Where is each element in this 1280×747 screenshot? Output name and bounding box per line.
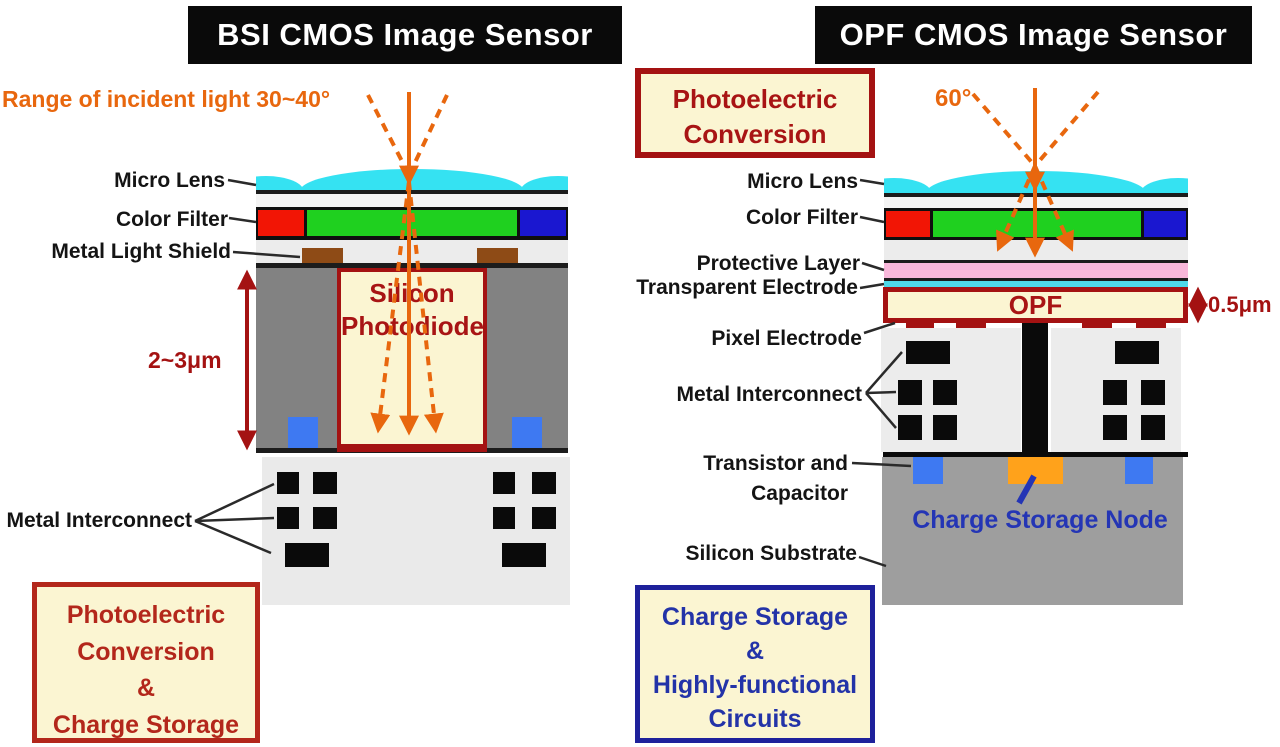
charge-storage-node-block bbox=[1008, 457, 1063, 484]
silicon-substrate-label: Silicon Substrate bbox=[685, 542, 857, 565]
color-filter-label-right: Color Filter bbox=[745, 206, 858, 229]
metal-interconnect-bar bbox=[285, 543, 329, 567]
interconnect-region-left bbox=[262, 457, 570, 605]
photoelectric-conversion-box: Photoelectric Conversion bbox=[635, 68, 875, 158]
charge-storage-node-label: Charge Storage Node bbox=[912, 506, 1168, 534]
metal-interconnect-square bbox=[1141, 380, 1165, 405]
silicon-thickness-label: 2~3μm bbox=[148, 347, 222, 373]
transistor-block bbox=[512, 417, 542, 448]
summary-line: & bbox=[136, 674, 156, 702]
topbox-line: Photoelectric bbox=[672, 84, 838, 114]
contact-via bbox=[1022, 323, 1048, 457]
transistor-label-line2: Capacitor bbox=[751, 482, 848, 505]
spacer-layer bbox=[884, 197, 1188, 208]
lens-dome bbox=[926, 171, 1146, 193]
pixel-electrode bbox=[956, 323, 986, 329]
transistor-capacitor-label: Transistor and Capacitor bbox=[640, 449, 848, 509]
metal-interconnect-square bbox=[493, 472, 515, 494]
layer-line bbox=[884, 260, 1188, 263]
left-title: BSI CMOS Image Sensor bbox=[188, 6, 622, 64]
red-filter bbox=[886, 211, 930, 237]
micro-lens-label-right: Micro Lens bbox=[747, 170, 858, 193]
summary-line: Charge Storage bbox=[661, 603, 849, 631]
green-filter bbox=[307, 210, 517, 236]
metal-interconnect-label-right: Metal Interconnect bbox=[676, 383, 862, 406]
micro-lens-label-left: Micro Lens bbox=[114, 169, 225, 192]
transparent-electrode-layer bbox=[884, 281, 1188, 287]
summary-line: Charge Storage bbox=[52, 710, 240, 739]
metal-interconnect-square bbox=[532, 472, 556, 494]
layer-line bbox=[883, 452, 1188, 457]
blue-filter bbox=[520, 210, 566, 236]
pixel-electrode bbox=[906, 323, 934, 329]
incident-light-range-label: Range of incident light 30~40° bbox=[2, 86, 331, 112]
metal-interconnect-square bbox=[1103, 415, 1127, 440]
right-title: OPF CMOS Image Sensor bbox=[815, 6, 1252, 64]
metal-interconnect-square bbox=[493, 507, 515, 529]
opf-layer: OPF bbox=[883, 287, 1188, 323]
metal-interconnect-square bbox=[1141, 415, 1165, 440]
summary-line: Highly-functional bbox=[652, 671, 858, 699]
left-summary-box: Photoelectric Conversion & Charge Storag… bbox=[32, 582, 260, 743]
metal-interconnect-square bbox=[532, 507, 556, 529]
micro-lens-layer-left bbox=[256, 168, 568, 191]
metal-interconnect-square bbox=[1103, 380, 1127, 405]
metal-interconnect-square bbox=[313, 507, 337, 529]
blue-filter bbox=[1144, 211, 1186, 237]
metal-interconnect-square bbox=[898, 415, 922, 440]
summary-line: Conversion bbox=[77, 637, 215, 666]
metal-interconnect-square bbox=[277, 507, 299, 529]
incident-angle-label: 60° bbox=[935, 85, 972, 112]
transistor-block bbox=[913, 457, 943, 484]
summary-line: Photoelectric bbox=[66, 601, 226, 629]
metal-light-shield-label: Metal Light Shield bbox=[51, 240, 231, 263]
metal-interconnect-bar bbox=[906, 341, 950, 364]
metal-light-shield bbox=[477, 248, 518, 263]
green-filter bbox=[933, 211, 1141, 237]
color-filter-label-left: Color Filter bbox=[115, 208, 228, 231]
metal-interconnect-label-left: Metal Interconnect bbox=[6, 509, 192, 532]
transistor-block bbox=[288, 417, 318, 448]
transistor-block bbox=[1125, 457, 1153, 484]
lens-dome bbox=[1140, 178, 1188, 193]
transistor-label-line1: Transistor and bbox=[703, 452, 848, 475]
summary-line: & bbox=[745, 637, 765, 665]
lens-dome bbox=[884, 178, 932, 193]
lens-dome bbox=[300, 169, 524, 191]
spacer-layer bbox=[256, 194, 568, 207]
pixel-electrode-label: Pixel Electrode bbox=[711, 327, 862, 350]
metal-interconnect-bar bbox=[1115, 341, 1159, 364]
transparent-electrode-label: Transparent Electrode bbox=[636, 276, 858, 299]
red-filter bbox=[258, 210, 304, 236]
layer-line bbox=[884, 278, 1188, 281]
pixel-electrode bbox=[1136, 323, 1166, 329]
photodiode-label-line1: Silicon bbox=[369, 278, 455, 308]
metal-interconnect-square bbox=[313, 472, 337, 494]
opf-thickness-label: 0.5μm bbox=[1208, 292, 1272, 317]
insulator-layer bbox=[884, 240, 1188, 260]
protective-layer-label: Protective Layer bbox=[696, 252, 860, 275]
right-summary-box: Charge Storage & Highly-functional Circu… bbox=[635, 585, 875, 743]
photodiode-label-line2: Photodiode bbox=[341, 311, 484, 341]
metal-interconnect-square bbox=[933, 415, 957, 440]
metal-light-shield bbox=[302, 248, 343, 263]
metal-interconnect-square bbox=[933, 380, 957, 405]
color-filter-layer-left bbox=[256, 207, 568, 240]
lens-dome bbox=[256, 176, 304, 191]
summary-line: Circuits bbox=[708, 705, 802, 733]
metal-interconnect-square bbox=[277, 472, 299, 494]
topbox-line: Conversion bbox=[683, 119, 827, 149]
lens-dome bbox=[520, 176, 568, 191]
metal-interconnect-square bbox=[898, 380, 922, 405]
silicon-photodiode-box: Silicon Photodiode bbox=[337, 268, 487, 452]
protective-layer bbox=[884, 263, 1188, 278]
metal-interconnect-bar bbox=[502, 543, 546, 567]
color-filter-layer-right bbox=[884, 208, 1188, 240]
micro-lens-layer-right bbox=[884, 170, 1188, 193]
pixel-electrode bbox=[1082, 323, 1112, 329]
